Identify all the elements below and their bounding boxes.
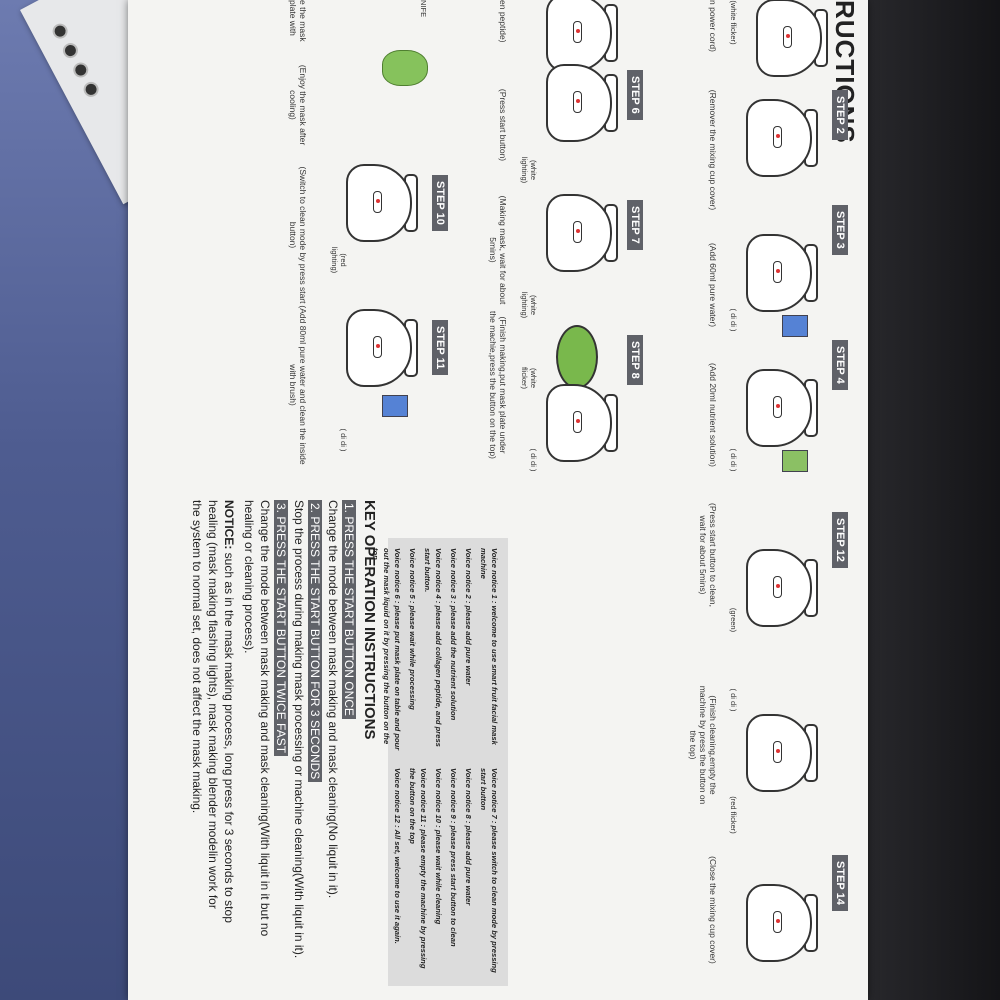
step-label-4: STEP 4 [832,340,848,390]
instruction-manual: RUCTIONS STEP 2 STEP 3 STEP 4 STEP 12 ST… [128,0,868,1000]
voice-notice: Voice notice 8 : please add pure water [464,768,473,906]
voice-notice: Voice notice 7 : please switch to clean … [479,768,499,973]
step-label-8: STEP 8 [627,335,643,385]
machine-illustration [746,545,818,627]
di-di-label: ( di di ) [729,688,738,712]
caption-add-nutrient: (Add 20ml nutrient solution) [708,363,718,467]
red-lighting-label: (red lighting) [330,246,348,274]
voice-notice: Voice notice 12 : All set, welcome to us… [393,768,402,944]
voice-notices-left: Voice notice 1 : welcome to use smart fr… [366,548,500,756]
leaflet-dot [70,59,91,81]
white-flicker-label: (white flicker) [729,0,738,45]
machine-illustration [346,160,418,242]
machine-illustration [546,380,618,462]
machine-illustration [346,305,418,387]
caption-remove-cover: (Remover the mixing cup cover) [708,89,718,211]
leaflet-dot [60,40,81,61]
notice-label: NOTICE: [222,500,236,550]
key-op-heading-2-text: 2. PRESS THE START BUTTON FOR 3 SECONDS [308,500,322,783]
leaflet-dot [49,20,71,42]
knife-label: NIFE [419,0,428,18]
key-op-notice-1: NOTICE: such as in the mask making proce… [222,500,236,923]
voice-notice: Voice notice 3 : please add the nutrient… [449,548,458,721]
key-op-text-1: Change the mode between mask making and … [326,500,340,899]
machine-illustration [746,95,818,177]
white-lighting-label: (white lighting) [520,156,538,184]
voice-notice: Voice notice 10 : please wait while clea… [434,768,443,925]
step-label-10: STEP 10 [432,175,448,231]
step-label-2: STEP 2 [832,90,848,140]
machine-illustration [546,190,618,272]
caption-empty: (Finish cleaning,empty the machine by pr… [688,685,718,805]
step-label-7: STEP 7 [627,200,643,250]
machine-illustration [546,60,618,142]
caption-clean: (Press start button to clean, wait for a… [698,503,718,607]
voice-notice: Voice notice 2 : please add pure water [464,548,473,686]
key-op-notice-2: healing (mask making flashing lights), m… [206,500,220,909]
voice-notice: Voice notice 4 : please add collagen pep… [423,548,443,747]
di-di-label: ( di di ) [529,448,538,472]
red-flicker-label: (red flicker) [729,796,738,834]
machine-illustration [746,710,818,792]
green-mask-illustration [382,50,428,86]
key-op-text-3b: healing or cleaning process). [242,500,256,654]
di-di-label: ( di di ) [339,428,348,452]
key-op-heading-1: 1. PRESS THE START BUTTON ONCE [342,500,356,719]
voice-notice: Voice notice 11 : please empty the machi… [408,768,428,969]
key-op-text-2: Stop the process during making mask proc… [292,500,306,959]
water-cup-icon [382,395,408,417]
leaflet-dot [80,79,102,100]
notice-text: such as in the mask making process, long… [222,549,236,923]
caption-peptide: en peptide) [498,0,508,43]
key-op-heading-3-text: 3. PRESS THE START BUTTON TWICE FAST [274,500,288,757]
key-op-heading-2: 2. PRESS THE START BUTTON FOR 3 SECONDS [308,500,322,783]
step-label-12: STEP 12 [832,512,848,568]
machine-illustration [756,0,828,77]
nutrient-cup-icon [782,450,808,472]
caption-add-80ml: (Add 80ml pure water and clean the insid… [288,305,308,465]
dark-background [850,0,1000,1000]
caption-add-water: (Add 60ml pure water) [708,242,718,328]
voice-notice: Voice notice 5 : please wait while proce… [408,548,417,710]
caption-switch-clean: (Switch to clean mode by press start but… [288,166,308,304]
white-flicker-label: (white flicker) [520,366,538,390]
voice-notice: Voice notice 9 : please press start butt… [449,768,458,947]
caption-mask-plate-note: e the mask plate with [288,0,308,42]
machine-illustration [746,365,818,447]
caption-finish-making: (Finish making,put mask plate under the … [488,311,508,459]
caption-enjoy-mask: (Enjoy the mask after cooling) [288,64,308,146]
voice-notice: Voice notice 1 : welcome to use smart fr… [479,548,499,745]
step-label-14: STEP 14 [832,855,848,911]
di-di-label: ( di di ) [729,308,738,332]
key-op-notice-3: the system to normal set, does not affec… [190,500,204,814]
caption-close-cover: (Close the mixing cup cover) [708,856,718,964]
voice-notices-panel: Voice notice 1 : welcome to use smart fr… [371,538,508,986]
step-label-6: STEP 6 [627,70,643,120]
voice-notices-right: Voice notice 7 : please switch to clean … [388,768,500,976]
water-cup-icon [782,315,808,337]
manual-page: RUCTIONS STEP 2 STEP 3 STEP 4 STEP 12 ST… [128,0,868,1000]
key-op-heading-3: 3. PRESS THE START BUTTON TWICE FAST [274,500,288,757]
caption-press-start: (Press start button) [498,88,508,162]
caption-making-mask: (Making mask, wait for about 5mins) [488,195,508,305]
key-operation-title: KEY OPERATION INSTRUCTIONS [361,500,378,740]
key-op-heading-1-text: 1. PRESS THE START BUTTON ONCE [342,500,356,719]
machine-illustration [746,230,818,312]
di-di-label: ( di di ) [729,448,738,472]
key-op-text-3a: Change the mode between mask making and … [258,500,272,937]
machine-illustration [746,880,818,962]
step-label-11: STEP 11 [432,320,448,376]
white-lighting-label: (white lighting) [520,291,538,319]
green-label: (green) [729,607,738,633]
step-label-3: STEP 3 [832,205,848,255]
